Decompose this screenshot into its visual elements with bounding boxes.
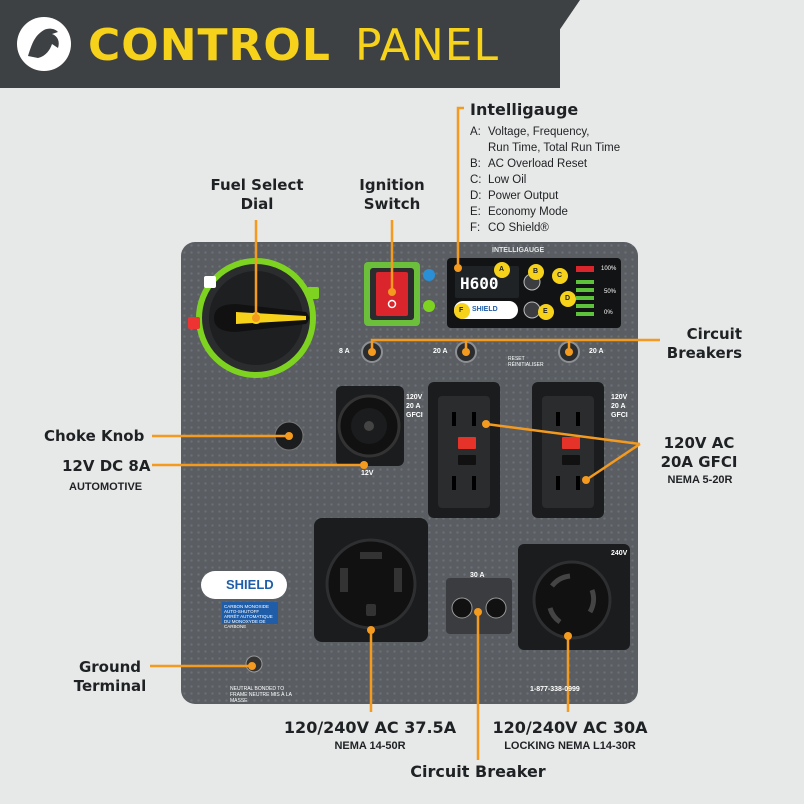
marker-b: B	[533, 268, 539, 275]
fuel-off-icon	[188, 317, 200, 329]
gas-can-icon	[204, 276, 216, 288]
brand-logo-icon	[17, 17, 71, 71]
reset-label: RESET RÉINITIALISER	[508, 356, 544, 368]
outlet-14-50r[interactable]	[314, 518, 428, 642]
propane-icon	[307, 287, 319, 299]
intelligauge-list: A:Voltage, Frequency, Run Time, Total Ru…	[470, 126, 621, 234]
breaker-20a-right-label: 20 A	[589, 348, 604, 355]
breaker-30a-label: 30 A	[470, 572, 485, 579]
choke-knob-label: Choke Knob	[44, 427, 145, 445]
outlet-l14-30r[interactable]	[518, 544, 630, 650]
run-icon	[423, 269, 435, 281]
marker-e: E	[543, 308, 548, 315]
header: CONTROL PANEL	[0, 0, 804, 88]
breaker-30a[interactable]	[446, 578, 512, 634]
page-title-bold: CONTROL	[88, 20, 331, 71]
co-shield-badge	[454, 301, 518, 319]
header-slant	[520, 0, 580, 88]
circuit-breaker-label: Circuit Breaker	[410, 762, 546, 781]
marker-f: F	[459, 307, 464, 314]
co-shield-en-text: CARBON MONOXIDE AUTO-SHUTOFF	[224, 604, 270, 614]
co-shield-fr-text: ARRÊT AUTOMATIQUE DU MONOXYDE DE CARBONE	[224, 614, 273, 629]
economy-mode-button[interactable]	[523, 301, 541, 319]
callout-lines	[150, 106, 660, 760]
breaker-20a-left-label: 20 A	[433, 348, 448, 355]
intelligauge-label: Intelligauge	[470, 100, 579, 119]
co-shield-logo-text: SHIELD	[226, 577, 274, 592]
start-icon	[423, 300, 435, 312]
header-right	[560, 0, 804, 88]
marker-c: C	[557, 272, 563, 279]
intelligauge-markers	[454, 262, 576, 320]
breaker-8a-label: 8 A	[339, 348, 350, 355]
phone-number: 1-877-338-0999	[530, 686, 580, 693]
display-value: H600	[460, 274, 499, 293]
display-co-shield: SHIELD	[472, 306, 498, 313]
outlet-50-label: 120/240V AC 37.5A	[283, 718, 457, 737]
gauge-100: 100%	[601, 266, 617, 272]
co-shield-label	[222, 602, 278, 624]
co-shield-logo	[201, 571, 287, 599]
l14-tag: 240V	[611, 550, 628, 557]
dc-sublabel: AUTOMOTIVE	[69, 481, 143, 493]
gfci-outlet-right[interactable]	[532, 382, 604, 518]
gfci-outlet-left[interactable]	[428, 382, 500, 518]
marker-d: D	[565, 295, 571, 302]
neutral-text: NEUTRAL BONDED TO FRAME NEUTRE MIS À LA …	[230, 686, 292, 704]
dc-tag: 12V	[361, 470, 374, 477]
dc-label: 12V DC 8A	[62, 457, 151, 475]
intelligauge-brand: INTELLIGAUGE	[492, 247, 545, 254]
outlet-50-sublabel: NEMA 14-50R	[334, 740, 406, 752]
gfci-sublabel: NEMA 5-20R	[667, 474, 733, 486]
gauge-50: 50%	[604, 289, 617, 295]
outlet-30-sublabel: LOCKING NEMA L14-30R	[504, 740, 636, 752]
dc-12v-socket[interactable]	[336, 386, 404, 466]
marker-a: A	[499, 266, 505, 273]
callout-dots	[248, 264, 590, 670]
gauge-0: 0%	[604, 310, 613, 316]
header-background	[0, 0, 560, 88]
page-title-light: PANEL	[355, 20, 500, 71]
outlet-30-label: 120/240V AC 30A	[492, 718, 648, 737]
